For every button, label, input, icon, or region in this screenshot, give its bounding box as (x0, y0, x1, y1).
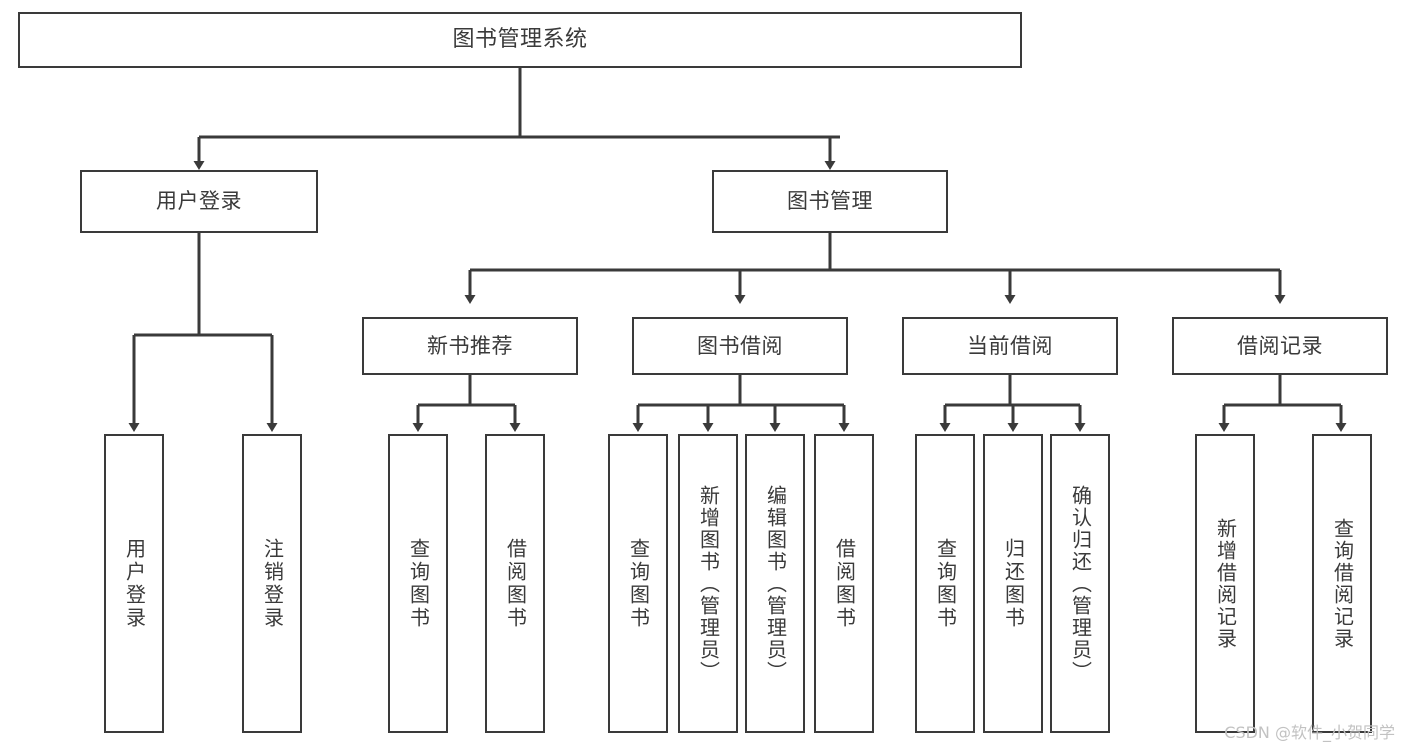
node-leaf-add-record[interactable]: 新增借阅记录 (1195, 434, 1255, 733)
node-user-login[interactable]: 用户登录 (80, 170, 318, 233)
node-current-borrow-label: 当前借阅 (967, 333, 1053, 358)
csdn-watermark: CSDN @软件_小贺同学 (1224, 723, 1395, 742)
node-leaf-query-book-3-label: 查询图书 (933, 537, 958, 630)
node-root-label: 图书管理系统 (452, 27, 588, 53)
node-leaf-query-book-2[interactable]: 查询图书 (608, 434, 668, 733)
node-leaf-query-book-2-label: 查询图书 (626, 537, 651, 630)
node-root[interactable]: 图书管理系统 (18, 12, 1022, 68)
node-leaf-return-book-label: 归还图书 (1001, 537, 1026, 630)
node-leaf-logout-login-label: 注销登录 (260, 537, 285, 630)
node-leaf-confirm-return[interactable]: 确认归还（管理员） (1050, 434, 1110, 733)
node-book-management-label: 图书管理 (787, 189, 873, 214)
node-borrow-record[interactable]: 借阅记录 (1172, 317, 1388, 375)
node-leaf-user-login-label: 用户登录 (122, 537, 147, 630)
node-leaf-add-book-label: 新增图书（管理员） (696, 484, 721, 683)
node-book-borrow[interactable]: 图书借阅 (632, 317, 848, 375)
node-leaf-query-record[interactable]: 查询借阅记录 (1312, 434, 1372, 733)
node-borrow-record-label: 借阅记录 (1237, 333, 1323, 358)
node-leaf-borrow-book-1-label: 借阅图书 (503, 537, 528, 630)
node-book-borrow-label: 图书借阅 (697, 333, 783, 358)
node-new-book-recommend[interactable]: 新书推荐 (362, 317, 578, 375)
node-leaf-return-book[interactable]: 归还图书 (983, 434, 1043, 733)
node-leaf-edit-book[interactable]: 编辑图书（管理员） (745, 434, 805, 733)
node-leaf-query-book-1-label: 查询图书 (406, 537, 431, 630)
node-leaf-query-book-3[interactable]: 查询图书 (915, 434, 975, 733)
node-leaf-confirm-return-label: 确认归还（管理员） (1068, 484, 1093, 683)
node-new-book-recommend-label: 新书推荐 (427, 333, 513, 358)
node-book-management[interactable]: 图书管理 (712, 170, 948, 233)
node-leaf-add-record-label: 新增借阅记录 (1213, 517, 1238, 650)
node-leaf-borrow-book-2[interactable]: 借阅图书 (814, 434, 874, 733)
node-leaf-query-record-label: 查询借阅记录 (1330, 517, 1355, 650)
node-leaf-user-login[interactable]: 用户登录 (104, 434, 164, 733)
node-leaf-logout-login[interactable]: 注销登录 (242, 434, 302, 733)
node-leaf-query-book-1[interactable]: 查询图书 (388, 434, 448, 733)
node-leaf-add-book[interactable]: 新增图书（管理员） (678, 434, 738, 733)
node-user-login-label: 用户登录 (156, 189, 242, 214)
node-leaf-edit-book-label: 编辑图书（管理员） (763, 484, 788, 683)
node-leaf-borrow-book-1[interactable]: 借阅图书 (485, 434, 545, 733)
node-current-borrow[interactable]: 当前借阅 (902, 317, 1118, 375)
node-leaf-borrow-book-2-label: 借阅图书 (832, 537, 857, 630)
